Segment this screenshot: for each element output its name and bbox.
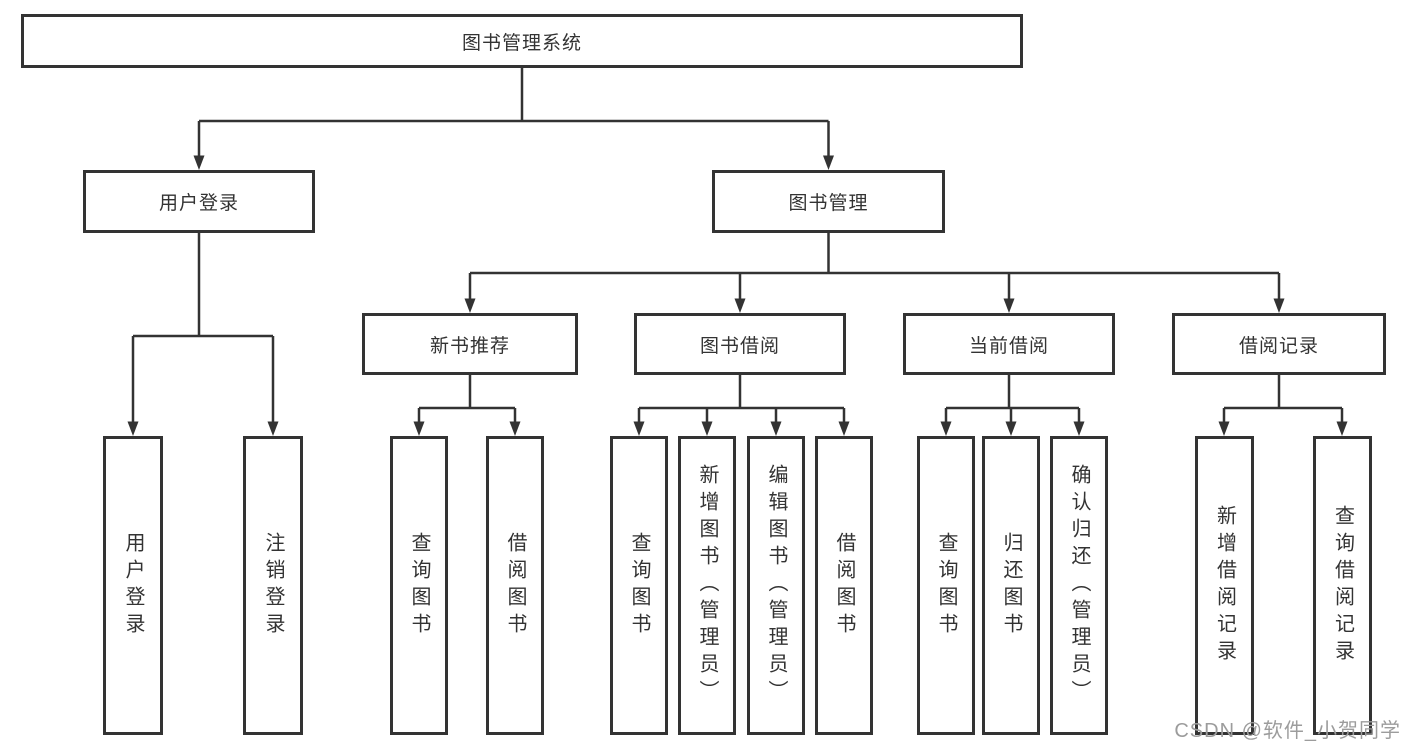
leaf-logout: 注销登录	[243, 436, 303, 735]
leaf-borrow-edit-books-admin: 编辑图书（管理员）	[747, 436, 805, 735]
node-new-book-recommend: 新书推荐	[362, 313, 578, 375]
node-user-login: 用户登录	[83, 170, 315, 233]
leaf-newbooks-borrow-books: 借阅图书	[486, 436, 544, 735]
leaf-borrow-query-books: 查询图书	[610, 436, 668, 735]
leaf-current-query-books: 查询图书	[917, 436, 975, 735]
node-book-management: 图书管理	[712, 170, 945, 233]
node-current-borrow: 当前借阅	[903, 313, 1115, 375]
leaf-current-confirm-return-admin: 确认归还（管理员）	[1050, 436, 1108, 735]
leaf-records-add-record: 新增借阅记录	[1195, 436, 1254, 735]
node-root-system: 图书管理系统	[21, 14, 1023, 68]
leaf-newbooks-query-books: 查询图书	[390, 436, 448, 735]
leaf-current-return-books: 归还图书	[982, 436, 1040, 735]
leaf-user-login: 用户登录	[103, 436, 163, 735]
node-book-borrow: 图书借阅	[634, 313, 846, 375]
leaf-borrow-borrow-books: 借阅图书	[815, 436, 873, 735]
csdn-watermark: CSDN @软件_小贺同学	[1174, 720, 1401, 742]
leaf-borrow-add-books-admin: 新增图书（管理员）	[678, 436, 736, 735]
node-borrow-records: 借阅记录	[1172, 313, 1386, 375]
leaf-records-query-record: 查询借阅记录	[1313, 436, 1372, 735]
